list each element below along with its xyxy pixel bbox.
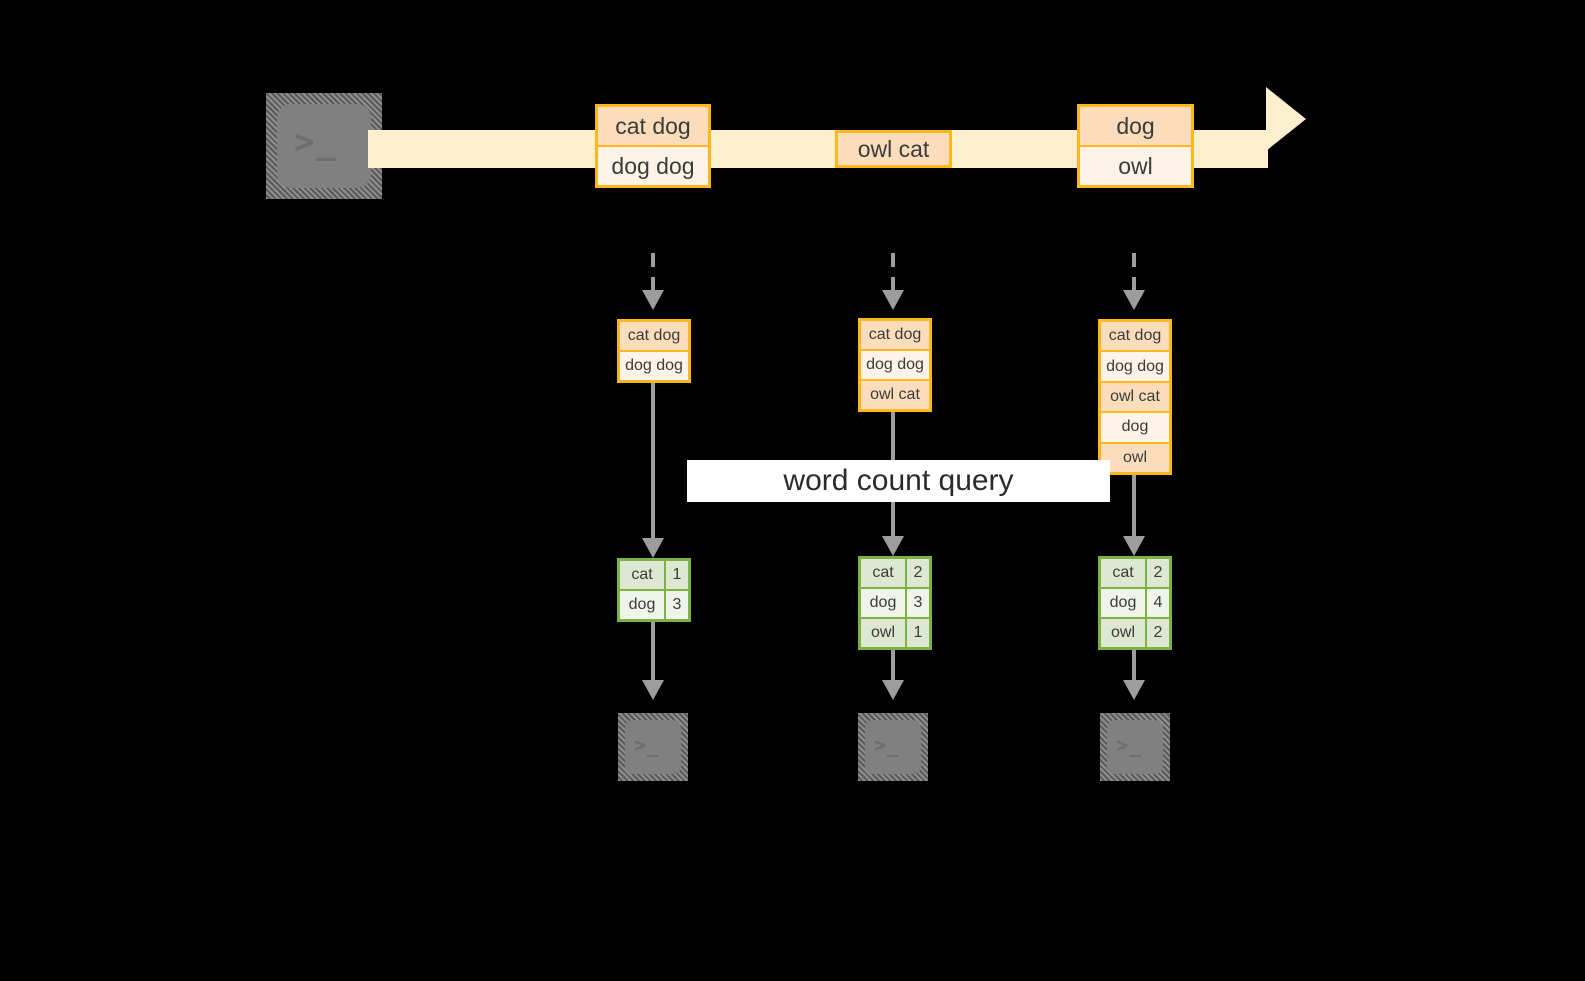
table-row: owl 1 [861,617,929,647]
col-3-result-table: cat 2 dog 4 owl 2 [1098,556,1172,650]
stream-batch-2: owl cat [835,130,952,168]
col-1-sink-line [651,622,655,684]
col-1-input-row: cat dog [620,322,688,350]
result-word: cat [861,559,905,587]
word-count-query-label: word count query [687,460,1110,502]
table-row: owl 2 [1101,617,1169,647]
col-1-query-arrowhead [642,538,664,558]
result-count: 4 [1145,589,1169,617]
stream-batch-3-line-1: dog [1080,107,1191,145]
result-count: 3 [905,589,929,617]
terminal-prompt-glyph: >_ [1116,733,1143,757]
col-1-trigger-line [651,253,655,293]
col-2-sink-arrowhead [882,680,904,700]
col-1-sink-arrowhead [642,680,664,700]
col-2-input-row: owl cat [861,379,929,409]
result-word: dog [620,591,664,619]
result-count: 2 [1145,559,1169,587]
result-count: 1 [905,619,929,647]
terminal-prompt-glyph: >_ [634,733,661,757]
terminal-prompt-glyph: >_ [874,733,901,757]
stream-batch-2-line-1: owl cat [838,133,949,165]
terminal-face [277,104,371,188]
col-3-sink-terminal-icon: >_ [1100,713,1170,781]
col-1-input-row: dog dog [620,350,688,380]
stream-arrowhead [1266,87,1306,151]
col-3-input-row: owl [1101,441,1169,473]
table-row: dog 4 [1101,587,1169,617]
col-3-input-row: dog dog [1101,350,1169,381]
col-2-sink-terminal-icon: >_ [858,713,928,781]
terminal-face [625,720,681,774]
table-row: cat 2 [1101,559,1169,587]
word-count-query-label-text: word count query [783,464,1014,497]
result-count: 1 [664,561,688,589]
col-3-trigger-arrowhead [1123,290,1145,310]
stream-batch-1-line-2: dog dog [598,145,708,185]
source-terminal-icon: >_ [266,93,382,199]
col-1-result-table: cat 1 dog 3 [617,558,691,622]
col-3-input-row: dog [1101,411,1169,442]
result-count: 3 [664,591,688,619]
col-2-input-row: cat dog [861,321,929,349]
result-count: 2 [1145,619,1169,647]
col-2-query-arrowhead [882,536,904,556]
table-row: cat 2 [861,559,929,587]
result-word: dog [1101,589,1145,617]
result-word: cat [1101,559,1145,587]
result-word: cat [620,561,664,589]
terminal-face [865,720,921,774]
col-3-input-row: owl cat [1101,380,1169,412]
col-3-input-table: cat dog dog dog owl cat dog owl [1098,319,1172,475]
terminal-face [1107,720,1163,774]
result-word: owl [861,619,905,647]
stream-batch-3: dog owl [1077,104,1194,188]
col-2-sink-line [891,650,895,684]
terminal-prompt-glyph: >_ [294,122,337,162]
col-2-result-table: cat 2 dog 3 owl 1 [858,556,932,650]
col-2-trigger-arrowhead [882,290,904,310]
col-3-query-line [1132,475,1136,541]
table-row: dog 3 [620,589,688,619]
col-3-sink-line [1132,650,1136,684]
result-word: owl [1101,619,1145,647]
result-word: dog [861,589,905,617]
table-row: dog 3 [861,587,929,617]
stream-batch-3-line-2: owl [1080,145,1191,185]
col-1-trigger-arrowhead [642,290,664,310]
col-3-input-row: cat dog [1101,322,1169,351]
col-2-trigger-line [891,253,895,293]
col-2-input-row: dog dog [861,349,929,379]
col-1-input-table: cat dog dog dog [617,319,691,383]
stream-batch-1-line-1: cat dog [598,107,708,145]
table-row: cat 1 [620,561,688,589]
col-3-query-arrowhead [1123,536,1145,556]
col-3-sink-arrowhead [1123,680,1145,700]
col-1-sink-terminal-icon: >_ [618,713,688,781]
col-1-query-line [651,383,655,543]
col-3-trigger-line [1132,253,1136,293]
result-count: 2 [905,559,929,587]
stream-batch-1: cat dog dog dog [595,104,711,188]
col-2-input-table: cat dog dog dog owl cat [858,318,932,412]
